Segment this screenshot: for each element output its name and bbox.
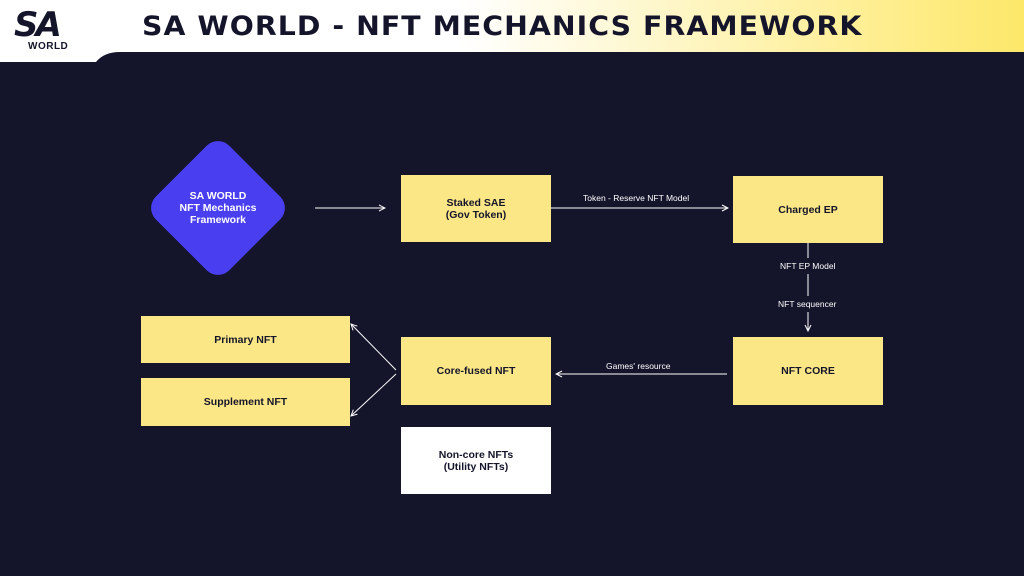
framework-root-label: SA WORLD NFT Mechanics Framework xyxy=(148,190,288,226)
arrow-fused-to-supplement xyxy=(351,373,397,416)
core-fused-label: Core-fused NFT xyxy=(436,365,516,377)
charged-ep-label: Charged EP xyxy=(778,203,838,216)
sa-world-logo: SA WORLD xyxy=(14,8,94,54)
edge-label-nft-ep-model: NFT EP Model xyxy=(780,261,836,271)
non-core-line-1: Non-core NFTs xyxy=(438,448,514,461)
root-line-1: SA WORLD xyxy=(189,190,247,202)
root-line-3: Framework xyxy=(189,214,247,226)
edge-label-nft-sequencer: NFT sequencer xyxy=(778,299,837,309)
arrow-fused-to-primary xyxy=(351,324,397,371)
logo-subtext: WORLD xyxy=(28,41,69,52)
header-background xyxy=(0,0,1024,62)
node-non-core-nfts: Non-core NFTs (Utility NFTs) xyxy=(401,427,551,494)
node-staked-sae: Staked SAE (Gov Token) xyxy=(401,175,551,242)
nft-core-label: NFT CORE xyxy=(781,365,835,377)
node-nft-core: NFT CORE xyxy=(733,337,883,405)
header-banner: SA WORLD SA WORLD - NFT MECHANICS FRAMEW… xyxy=(0,0,1024,62)
edge-label-token-reserve: Token - Reserve NFT Model xyxy=(583,193,690,203)
node-primary-nft: Primary NFT xyxy=(141,316,350,363)
edge-label-games-resource: Games' resource xyxy=(606,361,671,371)
node-charged-ep: Charged EP xyxy=(733,176,883,243)
node-core-fused-nft: Core-fused NFT xyxy=(401,337,551,405)
primary-nft-label: Primary NFT xyxy=(214,333,277,346)
logo-mark: SA xyxy=(14,5,62,45)
supplement-nft-label: Supplement NFT xyxy=(203,396,288,408)
node-supplement-nft: Supplement NFT xyxy=(141,378,350,426)
staked-sae-line-1: Staked SAE xyxy=(446,196,506,209)
root-line-2: NFT Mechanics xyxy=(179,202,257,214)
page-title: SA WORLD - NFT MECHANICS FRAMEWORK xyxy=(142,11,863,42)
non-core-line-2: (Utility NFTs) xyxy=(443,460,509,473)
staked-sae-line-2: (Gov Token) xyxy=(445,208,507,221)
